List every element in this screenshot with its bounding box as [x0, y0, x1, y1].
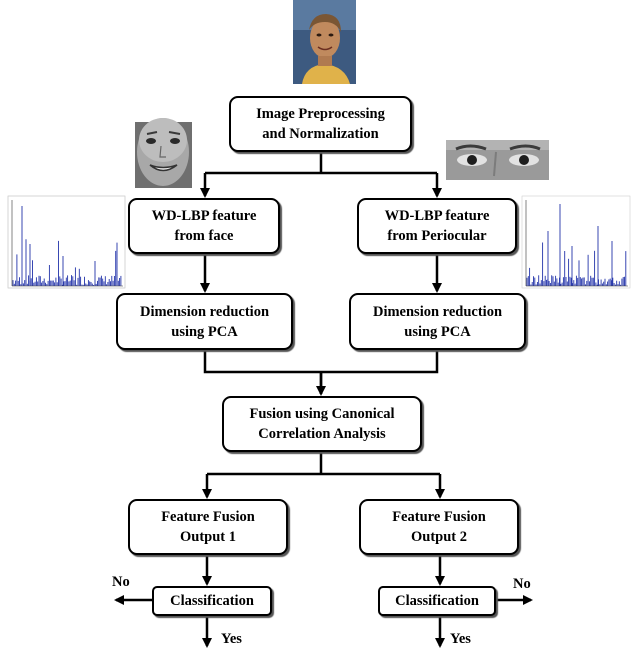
label-no-right: No — [513, 576, 531, 592]
node-classification-2: Classification — [378, 586, 496, 616]
label-yes-right: Yes — [450, 631, 471, 647]
histogram-periocular — [521, 195, 631, 289]
node-pca-periocular: Dimension reduction using PCA — [349, 293, 526, 350]
node-pca-face: Dimension reduction using PCA — [116, 293, 293, 350]
node-feature-fusion-output-2: Feature Fusion Output 2 — [359, 499, 519, 555]
node-wd-lbp-periocular: WD-LBP feature from Periocular — [357, 198, 517, 254]
histogram-face — [7, 195, 126, 289]
periocular-crop — [446, 140, 549, 180]
connector-fusion-split — [207, 452, 440, 476]
node-feature-fusion-output-1: Feature Fusion Output 1 — [128, 499, 288, 555]
label-yes-left: Yes — [221, 631, 242, 647]
connector-preprocess-split — [205, 152, 437, 175]
node-wd-lbp-face: WD-LBP feature from face — [128, 198, 280, 254]
face-photo — [293, 0, 356, 84]
grayscale-face-crop — [135, 118, 192, 188]
node-classification-1: Classification — [152, 586, 272, 616]
label-no-left: No — [112, 574, 130, 590]
node-fusion-cca: Fusion using Canonical Correlation Analy… — [222, 396, 422, 452]
node-image-preprocessing: Image Preprocessing and Normalization — [229, 96, 412, 152]
